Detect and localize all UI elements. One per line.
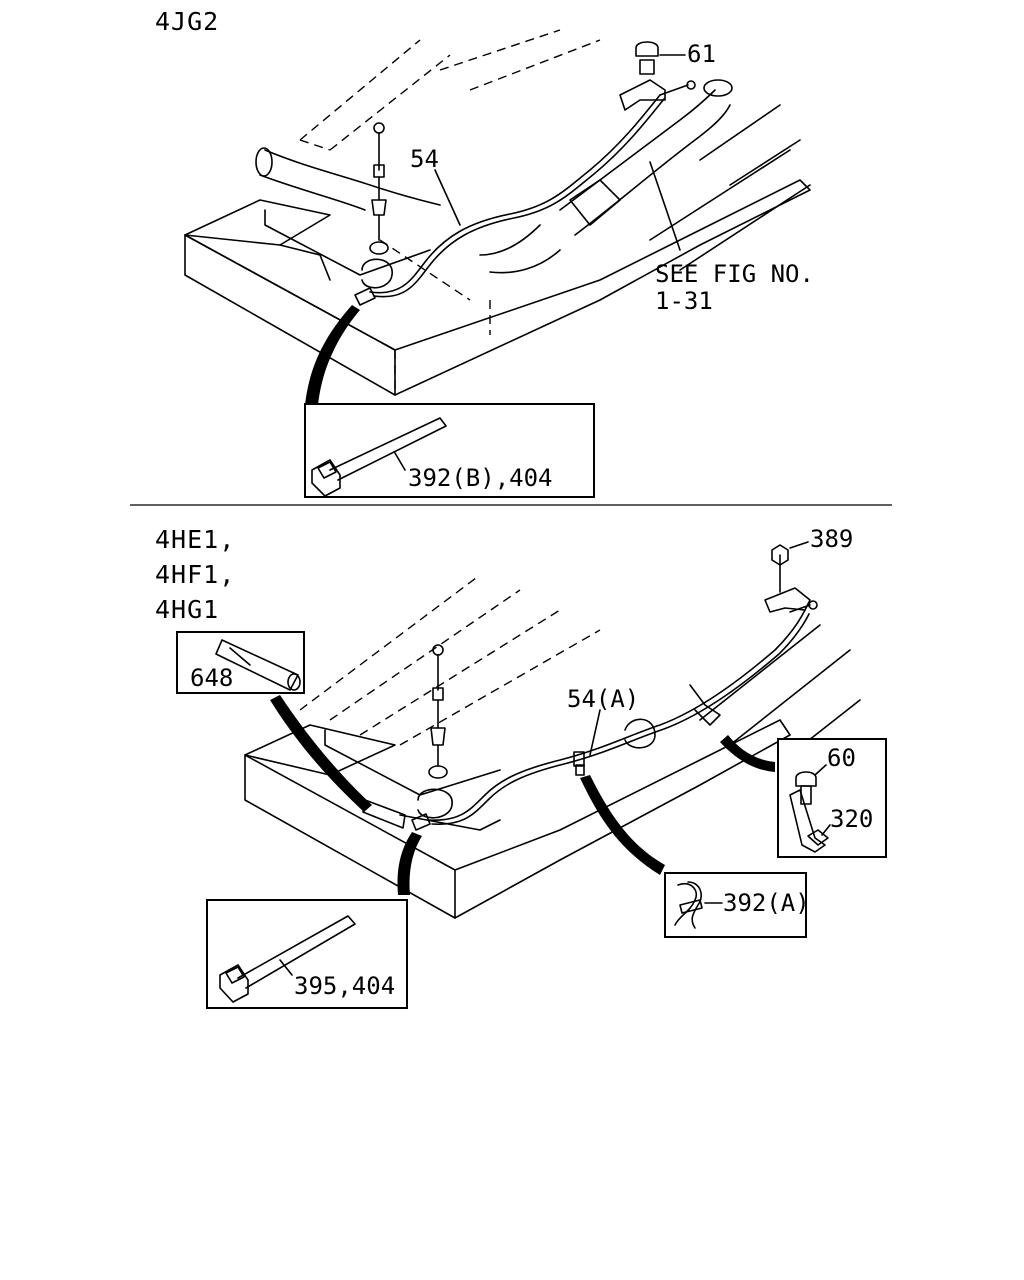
bottom-bracket-nut — [764, 544, 811, 613]
callout-389: 389 — [810, 525, 853, 553]
top-crossmember — [184, 179, 811, 396]
engine-label-4jg2: 4JG2 — [155, 7, 219, 36]
callout-54: 54 — [410, 145, 439, 173]
inset-label-320: 320 — [830, 805, 873, 833]
callout-54a: 54(A) — [567, 685, 639, 713]
see-fig-line2: 1-31 — [655, 287, 713, 315]
engine-label-4hg1: 4HG1 — [155, 595, 219, 624]
inset-label-648: 648 — [190, 664, 233, 692]
bottom-crossmember — [244, 719, 791, 919]
engine-label-4he1: 4HE1, — [155, 525, 235, 554]
top-bracket-bolt — [619, 41, 666, 111]
top-inset-pointer — [305, 305, 360, 405]
top-exhaust-pipe — [255, 79, 733, 274]
bottom-brake-rod — [411, 644, 453, 831]
top-cable-54 — [369, 80, 696, 298]
sleeve-pointer — [270, 695, 372, 812]
leader-54a — [589, 709, 601, 756]
top-brake-rod — [354, 122, 393, 306]
inset-label-395-404: 395,404 — [294, 972, 395, 1000]
inset-bracket-60-320: 60 320 — [777, 738, 887, 858]
leader-54 — [434, 169, 461, 226]
see-fig-line1: SEE FIG NO. — [655, 260, 814, 288]
inset-label-392b-404: 392(B),404 — [408, 464, 553, 492]
engine-label-4hf1: 4HF1, — [155, 560, 235, 589]
callout-61: 61 — [687, 40, 716, 68]
bottom-frame-rails — [299, 574, 861, 756]
inset-cable-tie-bottom: 395,404 — [206, 899, 408, 1009]
inset-clip-392a: 392(A) — [664, 872, 810, 938]
bracket-pointer — [720, 735, 775, 772]
tie-pointer — [397, 832, 422, 895]
leader-389 — [789, 541, 809, 549]
inset-label-60: 60 — [827, 744, 856, 772]
clip-pointer — [580, 775, 665, 875]
inset-label-392a: 392(A) — [723, 889, 810, 917]
inset-sleeve-648: 648 — [176, 631, 305, 694]
leader-see-fig — [649, 161, 681, 251]
inset-cable-tie-top: 392(B),404 — [304, 403, 595, 498]
